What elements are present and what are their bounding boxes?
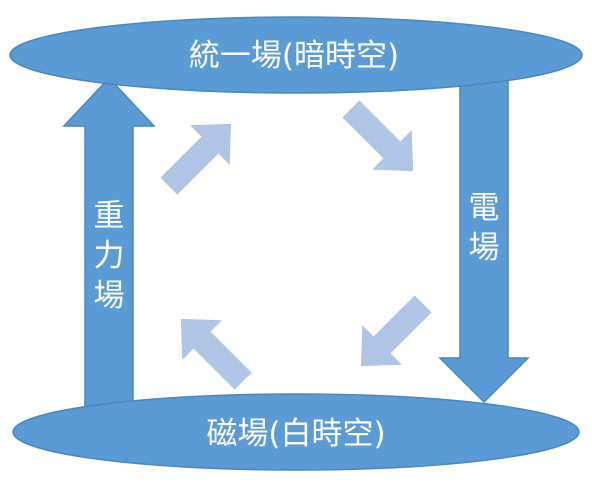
cycle-arrow-down-right xyxy=(342,100,414,172)
magnetic-field-label: 磁場(白時空) xyxy=(206,416,385,452)
gravity-field-arrow xyxy=(62,76,156,409)
cycle-arrow-down-left xyxy=(360,295,432,367)
unified-field-label: 統一場(暗時空) xyxy=(189,38,399,74)
gravity-field-char: 力 xyxy=(94,238,125,274)
cycle-arrow-up-left xyxy=(180,318,252,390)
electric-field-char: 場 xyxy=(469,230,500,266)
electric-field-char: 電 xyxy=(469,190,500,226)
magnetic-field-ellipse xyxy=(12,393,580,471)
cycle-arrow-up-right xyxy=(160,123,232,195)
unified-field-ellipse xyxy=(9,16,583,94)
gravity-field-char: 場 xyxy=(94,278,125,314)
gravity-field-char: 重 xyxy=(94,198,125,234)
electric-field-arrow xyxy=(438,77,530,404)
